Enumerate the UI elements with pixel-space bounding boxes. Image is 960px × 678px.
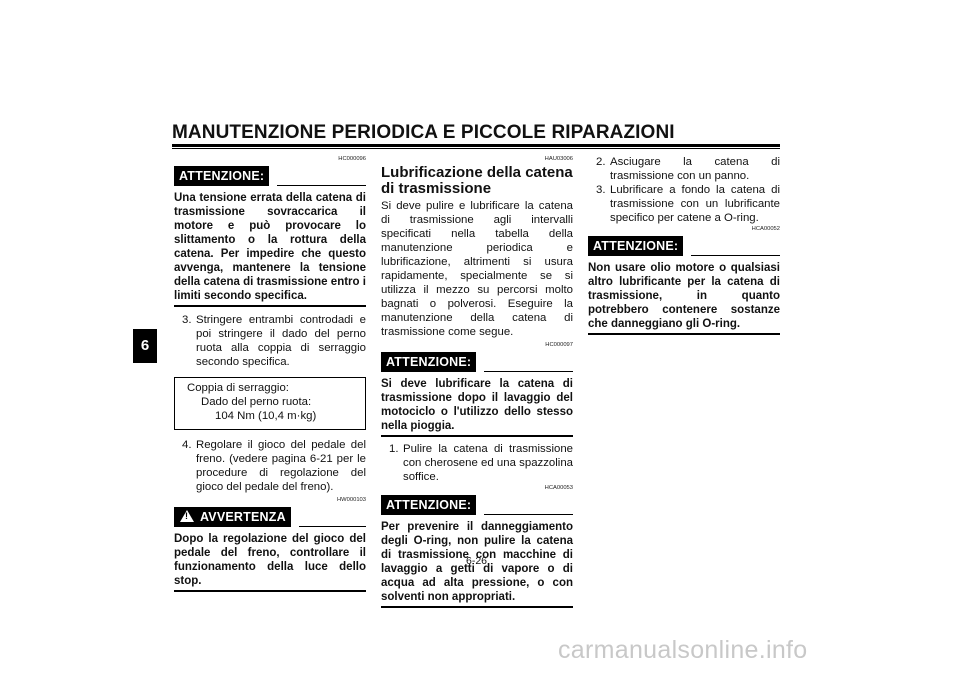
section-heading: Lubrificazione della catena di trasmissi… bbox=[381, 164, 573, 197]
attention-text: Non usare olio motore o qualsiasi altro … bbox=[588, 262, 780, 330]
attention-header: ATTENZIONE: bbox=[381, 493, 573, 515]
attention-text: Si deve lubrificare la catena di trasmis… bbox=[381, 378, 573, 432]
warning-end-rule bbox=[174, 590, 366, 592]
header-rule-thick bbox=[172, 144, 780, 147]
attention-label: ATTENZIONE: bbox=[381, 495, 477, 515]
step-3: 3. Lubrificare a fondo la catena di tras… bbox=[588, 183, 780, 225]
attention-rule bbox=[277, 185, 366, 186]
step-4: 4. Regolare il gioco del pedale del fren… bbox=[174, 438, 366, 494]
warning-triangle-icon: ! bbox=[180, 510, 194, 522]
reference-code: HAU03006 bbox=[544, 156, 573, 162]
attention-header: ATTENZIONE: bbox=[381, 350, 573, 372]
chapter-tab: 6 bbox=[133, 329, 157, 363]
warning-rule bbox=[298, 526, 366, 527]
section-intro: Si deve pulire e lubrificare la catena d… bbox=[381, 200, 573, 338]
step-text: Stringere entrambi controdadi e poi stri… bbox=[196, 314, 366, 368]
reference-code: HCA00053 bbox=[544, 485, 573, 491]
step-text: Pulire la catena di trasmissione con che… bbox=[403, 443, 573, 483]
step-number: 1. bbox=[389, 443, 399, 455]
step-number: 3. bbox=[182, 314, 192, 326]
attention-end-rule bbox=[381, 435, 573, 437]
attention-text: Una tensione errata della catena di tras… bbox=[174, 192, 366, 302]
torque-title: Coppia di serraggio: bbox=[187, 382, 289, 394]
watermark: carmanualsonline.info bbox=[558, 636, 808, 664]
attention-end-rule bbox=[381, 606, 573, 608]
attention-end-rule bbox=[174, 305, 366, 307]
column-left: HC000096 ATTENZIONE: Una tensione errata… bbox=[174, 155, 366, 592]
warning-label-box: ! AVVERTENZA bbox=[174, 507, 291, 527]
reference-code: HC000096 bbox=[338, 156, 366, 162]
attention-rule bbox=[691, 255, 780, 256]
reference-code: HCA00052 bbox=[751, 226, 780, 232]
reference-code: HW000103 bbox=[336, 497, 366, 503]
page-title: MANUTENZIONE PERIODICA E PICCOLE RIPARAZ… bbox=[172, 122, 675, 143]
reference-code: HC000097 bbox=[545, 342, 573, 348]
step-number: 3. bbox=[596, 184, 606, 196]
warning-label: AVVERTENZA bbox=[200, 510, 286, 524]
attention-label: ATTENZIONE: bbox=[588, 236, 684, 256]
header-rule-thin bbox=[172, 148, 780, 149]
attention-header: ATTENZIONE: bbox=[588, 234, 780, 256]
step-1: 1. Pulire la catena di trasmissione con … bbox=[381, 442, 573, 484]
step-2: 2. Asciugare la catena di trasmissione c… bbox=[588, 155, 780, 183]
step-number: 4. bbox=[182, 439, 192, 451]
attention-label: ATTENZIONE: bbox=[174, 166, 270, 186]
torque-value: 104 Nm (10,4 m·kg) bbox=[215, 410, 317, 422]
attention-text: Per prevenire il danneggiamento degli O-… bbox=[381, 521, 573, 603]
warning-header: ! AVVERTENZA bbox=[174, 505, 366, 527]
column-middle: HAU03006 Lubrificazione della catena di … bbox=[381, 155, 573, 608]
page-number: 6-26 bbox=[466, 555, 488, 567]
step-text: Asciugare la catena di trasmissione con … bbox=[610, 156, 780, 182]
step-3: 3. Stringere entrambi controdadi e poi s… bbox=[174, 313, 366, 369]
attention-rule bbox=[484, 371, 573, 372]
attention-label: ATTENZIONE: bbox=[381, 352, 477, 372]
torque-item: Dado del perno ruota: bbox=[201, 396, 312, 408]
attention-header: ATTENZIONE: bbox=[174, 164, 366, 186]
column-right: 2. Asciugare la catena di trasmissione c… bbox=[588, 155, 780, 335]
attention-rule bbox=[484, 514, 573, 515]
step-text: Lubrificare a fondo la catena di trasmis… bbox=[610, 184, 780, 224]
step-number: 2. bbox=[596, 156, 606, 168]
warning-text: Dopo la regolazione del gioco del pedale… bbox=[174, 533, 366, 587]
attention-end-rule bbox=[588, 333, 780, 335]
torque-spec-box: Coppia di serraggio: Dado del perno ruot… bbox=[174, 377, 366, 430]
step-text: Regolare il gioco del pedale del freno. … bbox=[196, 439, 366, 493]
